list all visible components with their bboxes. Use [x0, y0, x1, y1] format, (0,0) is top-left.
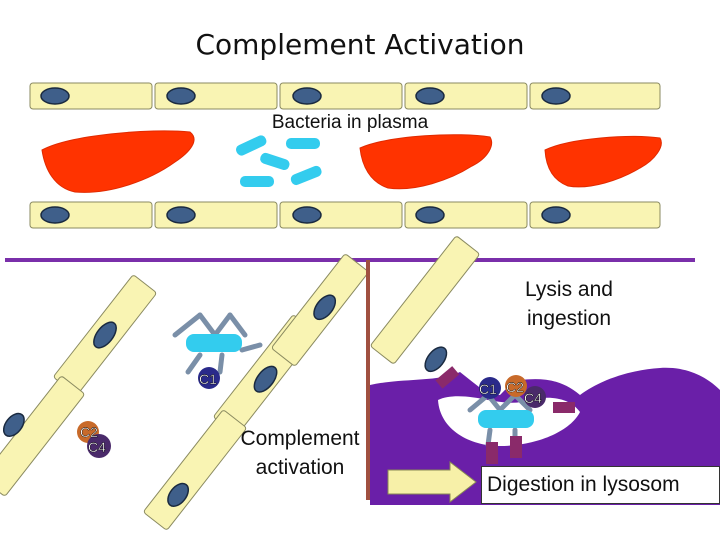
page-title: Complement Activation — [195, 28, 525, 61]
lower-endothelial-row — [29, 201, 661, 229]
diagonal-endothelial-cells — [0, 236, 480, 530]
lysis-and-ingestion-label: Lysis and ingestion — [525, 278, 613, 330]
c1-right-circle — [479, 377, 501, 399]
c2-left-label: C2 — [80, 424, 98, 440]
upper-endothelial-row — [29, 82, 661, 110]
c4-right-circle — [524, 386, 546, 408]
digestion-arrow — [387, 460, 477, 504]
complement-proteins — [77, 367, 546, 458]
c4-left-label: C4 — [88, 439, 106, 455]
left-complement-complex — [172, 312, 263, 375]
c4-right-label: C4 — [524, 390, 542, 406]
c2-right-circle — [505, 375, 527, 397]
c1-left-circle — [198, 367, 220, 389]
c4-left-circle — [87, 434, 111, 458]
red-blood-cells — [41, 130, 662, 193]
c1-right-label: C1 — [479, 381, 497, 397]
bacteria-cluster — [236, 135, 322, 187]
complement-activation-label: Complement activation — [240, 427, 360, 479]
digestion-in-lysosome-label: Digestion in lysosom — [481, 466, 720, 504]
bacteria-in-plasma-label: Bacteria in plasma — [271, 112, 429, 133]
c2-right-label: C2 — [506, 379, 524, 395]
phagocyte-receptors — [435, 366, 575, 464]
c1-left-label: C1 — [199, 371, 217, 387]
